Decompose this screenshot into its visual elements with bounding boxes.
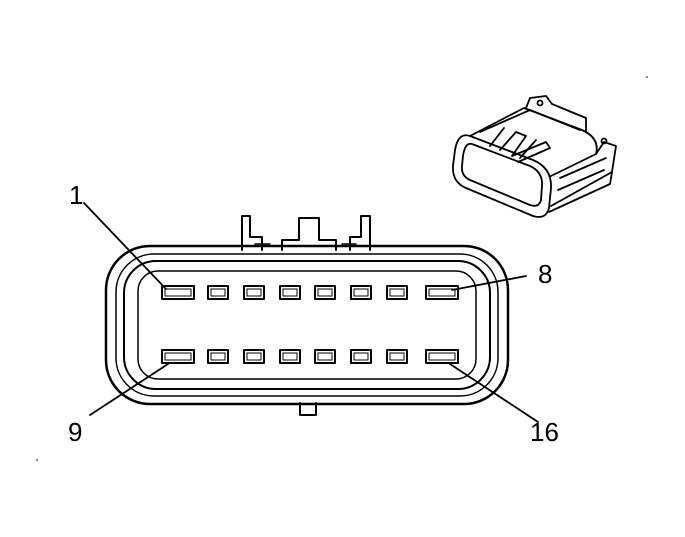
leader-line-pin-1 [83, 202, 167, 290]
terminal-pin-14 [350, 349, 372, 364]
terminal-pins [161, 285, 459, 364]
terminal-pin-inner [282, 352, 298, 361]
bottom-key [299, 402, 317, 416]
terminal-pin-inner [389, 352, 405, 361]
terminal-pin-inner [210, 288, 226, 297]
leader-line-pin-8 [451, 275, 527, 291]
terminal-pin-2 [207, 285, 229, 300]
iso-rib-detail [489, 127, 537, 159]
terminal-pin-inner [246, 288, 262, 297]
terminal-pin-8 [425, 285, 459, 300]
iso-right-lower [548, 171, 613, 213]
label-pin-9: 9 [68, 417, 82, 447]
terminal-pin-inner [353, 288, 369, 297]
label-pin-8: 8 [538, 259, 552, 289]
terminal-pin-inner [353, 352, 369, 361]
terminal-pin-3 [243, 285, 265, 300]
housing-rim [115, 253, 499, 397]
terminal-pin-15 [386, 349, 408, 364]
housing-outer [104, 244, 510, 406]
label-pin-1: 1 [69, 180, 83, 210]
iso-lock-tab [525, 95, 587, 133]
terminal-pin-9 [161, 349, 195, 364]
terminal-pin-inner [389, 288, 405, 297]
left-lock-tab [241, 215, 263, 251]
terminal-pin-inner [164, 288, 192, 297]
terminal-pin-1 [161, 285, 195, 300]
terminal-cavity-border [137, 270, 477, 380]
center-key [281, 217, 337, 251]
terminal-pin-11 [243, 349, 265, 364]
speck [646, 76, 648, 78]
terminal-pin-13 [314, 349, 336, 364]
connector-face-view: 1 8 9 16 [68, 180, 559, 447]
iso-lock-hole [536, 99, 544, 107]
terminal-pin-inner [210, 352, 226, 361]
terminal-pin-4 [279, 285, 301, 300]
iso-top-inner [479, 109, 581, 133]
speck [36, 459, 38, 461]
terminal-pin-inner [428, 288, 456, 297]
terminal-pin-6 [350, 285, 372, 300]
iso-front-outer [452, 134, 552, 218]
terminal-pin-10 [207, 349, 229, 364]
label-pin-16: 16 [530, 417, 559, 447]
terminal-pin-inner [282, 288, 298, 297]
terminal-pin-5 [314, 285, 336, 300]
leader-line-pin-9 [89, 363, 169, 416]
leader-line-pin-16 [449, 363, 539, 423]
terminal-pin-inner [428, 352, 456, 361]
terminal-pin-inner [246, 352, 262, 361]
iso-right-side [550, 141, 617, 207]
housing-inner [123, 260, 491, 390]
terminal-pin-16 [425, 349, 459, 364]
terminal-pin-inner [164, 352, 192, 361]
terminal-pin-inner [317, 352, 333, 361]
right-lock-tab [349, 215, 371, 251]
connector-isometric-view [452, 95, 617, 218]
terminal-pin-7 [386, 285, 408, 300]
terminal-pin-inner [317, 288, 333, 297]
iso-front-inner [461, 142, 543, 207]
iso-side-ridge [557, 157, 607, 191]
terminal-pin-12 [279, 349, 301, 364]
